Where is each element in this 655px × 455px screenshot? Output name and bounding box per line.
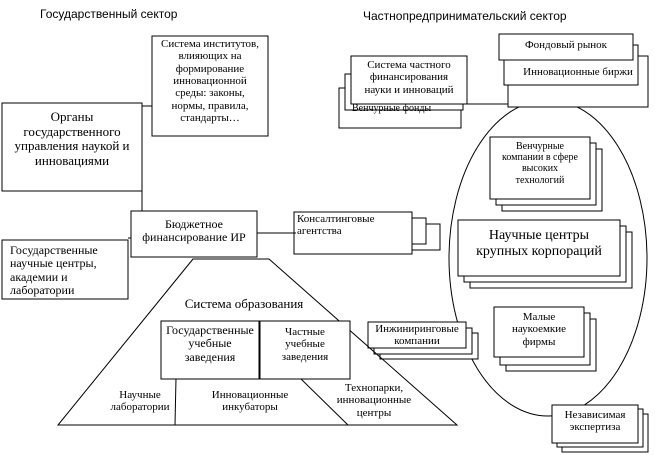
private-edu-box — [259, 320, 351, 380]
small-firms-box — [493, 306, 585, 358]
private-edu-label: Частные учебные заведения — [281, 326, 329, 363]
consulting-box — [293, 211, 413, 255]
exchanges-label: Инновационные биржи — [523, 66, 633, 78]
state-edu-label: Государственные учебные заведения — [166, 323, 254, 364]
expertise-label: Независимая экспертиза — [564, 409, 626, 434]
engineering-box — [367, 321, 467, 349]
state-sector-title: Государственный сектор — [40, 7, 178, 21]
incubators-label: Инновационные инкубаторы — [211, 389, 289, 414]
venture-companies-label: Венчурные компании в сфере высоких техно… — [502, 141, 578, 186]
consulting-label: Консалтинговые агентства — [297, 213, 375, 238]
labs-label: Научные лаборатории — [110, 389, 170, 414]
corp-centers-label: Научные центры крупных корпораций — [476, 228, 602, 259]
edu-divider-left — [174, 377, 177, 426]
education-triangle — [56, 258, 459, 426]
stock-market-label: Фондовый рынок — [524, 39, 608, 51]
private-finance-label: Система частного финансирования науки и … — [364, 59, 454, 96]
expertise-box — [551, 404, 639, 444]
budget-label: Бюджетное финансирование ИР — [142, 217, 246, 245]
technoparks-label: Технопарки, инновационные центры — [336, 382, 412, 419]
private-sector-title: Частнопредпринимательский сектор — [363, 9, 567, 23]
private-finance-box — [350, 55, 468, 105]
institutions-box — [151, 35, 269, 137]
state-centers-box — [1, 239, 129, 300]
education-system-label: Система образования — [184, 296, 304, 311]
corp-centers-box — [457, 219, 621, 277]
state-centers-label: Государственные научные центры, академии… — [10, 243, 98, 298]
gov-bodies-box — [1, 102, 143, 192]
small-firms-label: Малые наукоемкие фирмы — [511, 311, 567, 348]
venture-companies-box — [489, 136, 591, 200]
venture-funds-label: Венчурные фонды — [352, 103, 432, 114]
gov-bodies-label: Органы государственного управления науко… — [14, 109, 130, 168]
edu-divider-right — [299, 377, 349, 426]
state-edu-box — [160, 320, 260, 380]
stock-market-box — [498, 33, 634, 61]
institutions-label: Система институтов, влияющих на формиров… — [161, 38, 259, 124]
engineering-label: Инжиниринговые компании — [375, 323, 459, 348]
budget-box — [130, 210, 258, 258]
